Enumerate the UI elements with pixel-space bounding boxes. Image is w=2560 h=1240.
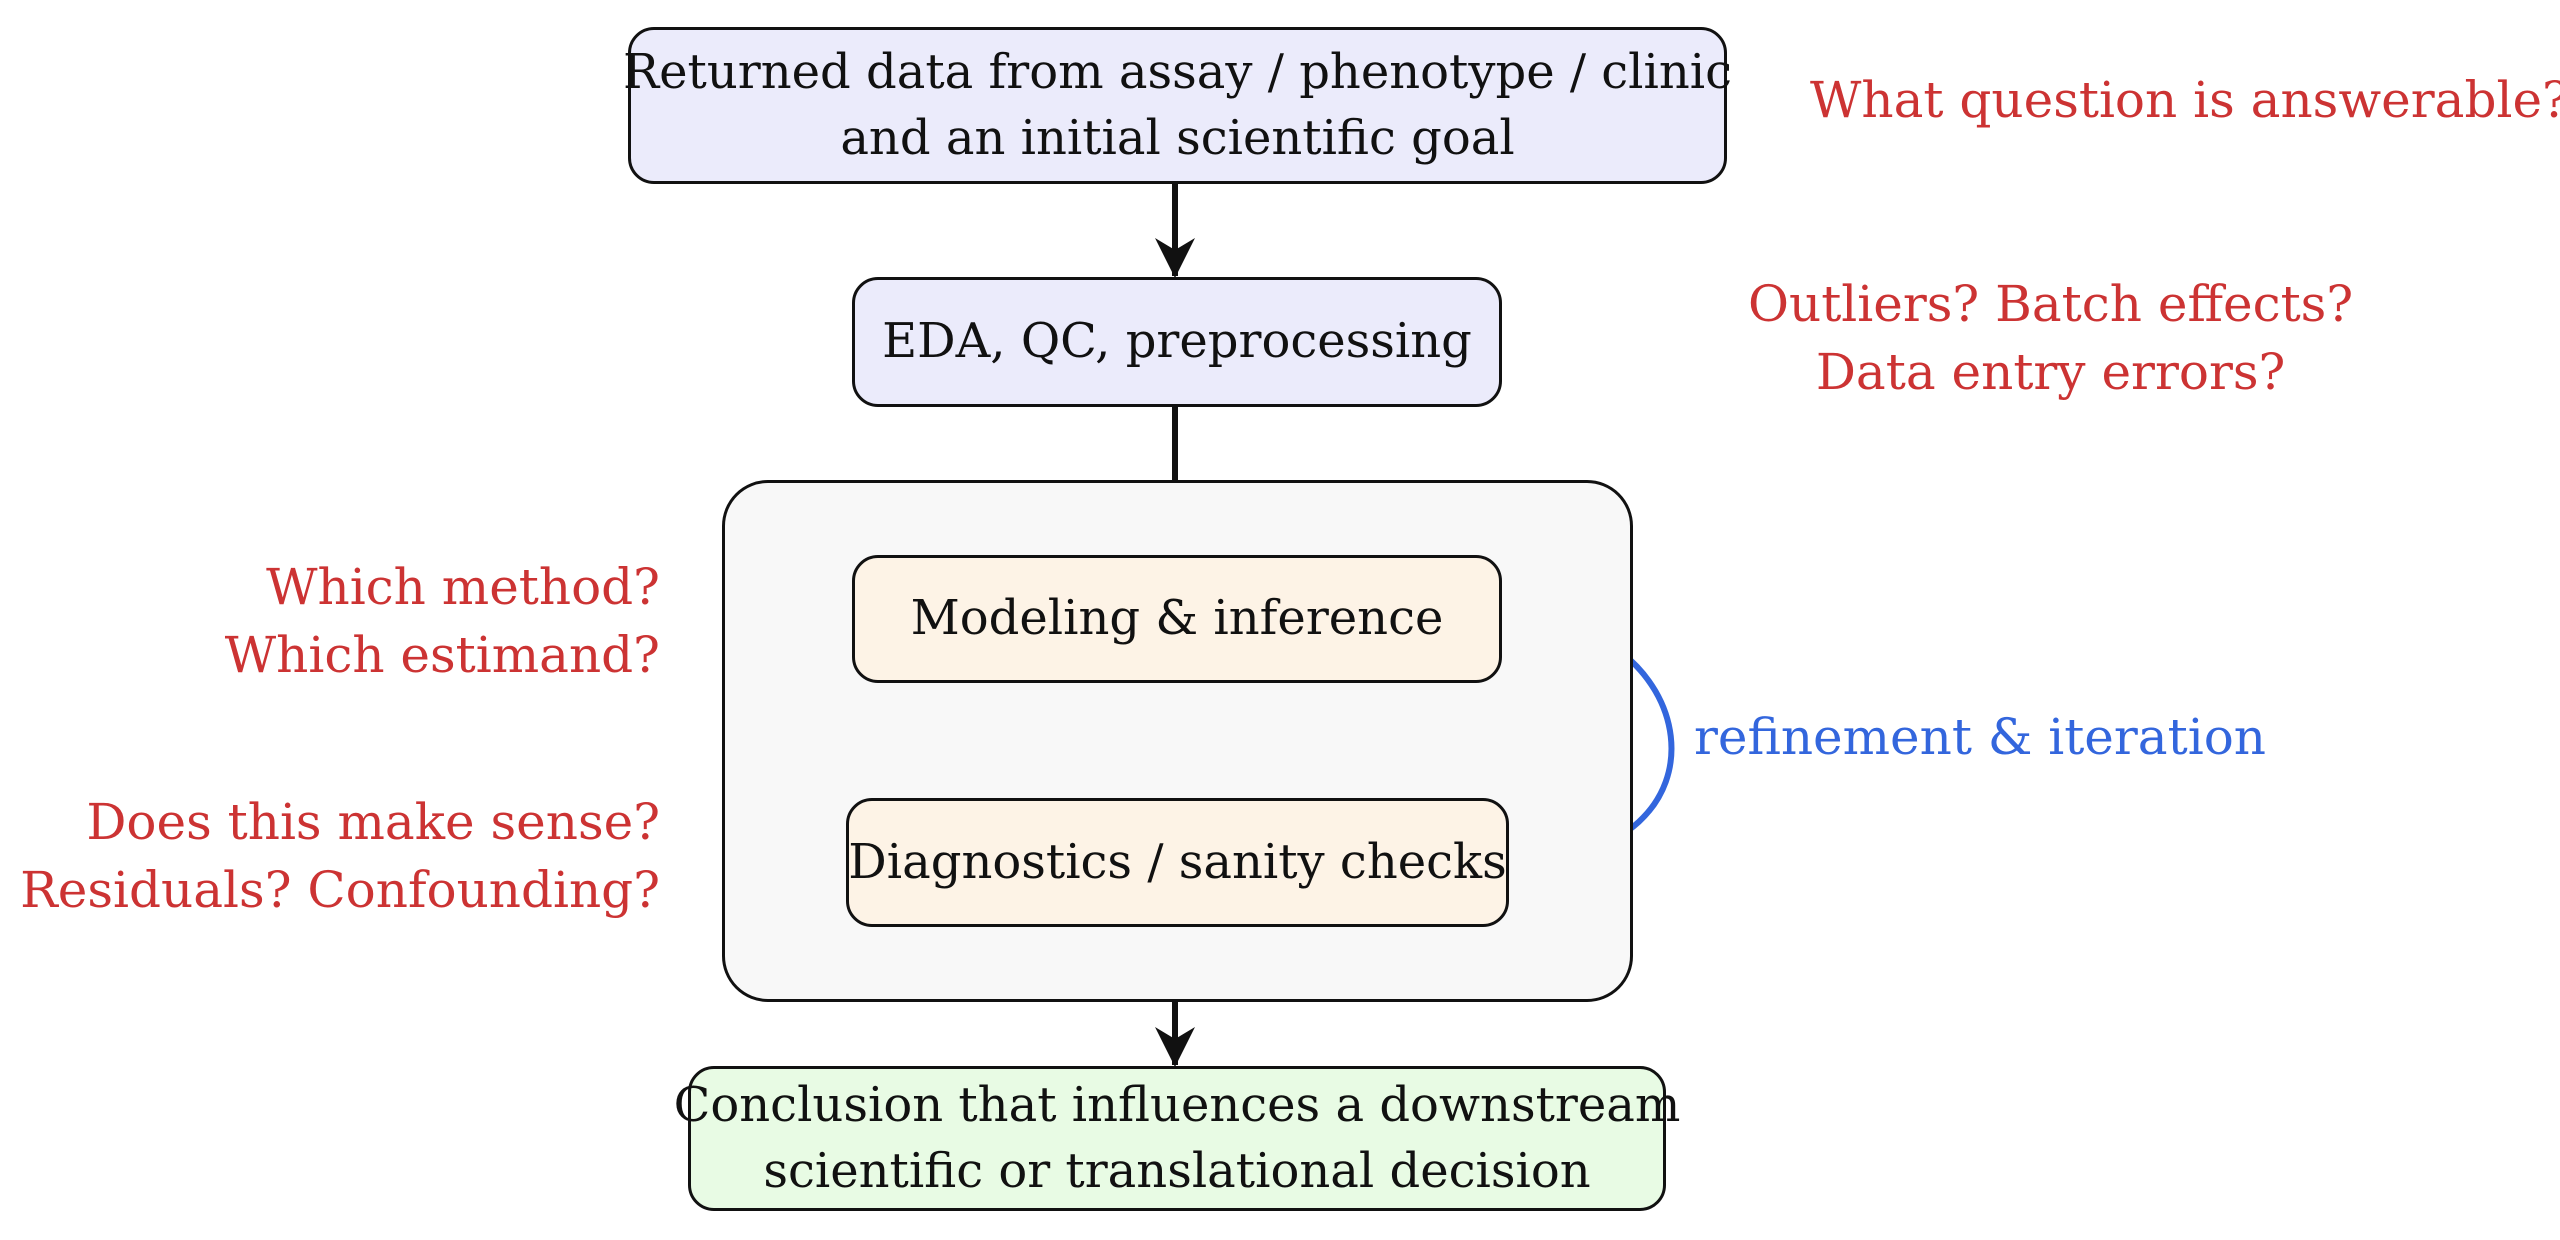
annotation-outliers: Outliers? Batch effects? Data entry erro…	[1748, 270, 2353, 406]
annotation-method-line-2: Which estimand?	[224, 626, 660, 684]
conclusion-line-2: scientific or translational decision	[763, 1142, 1591, 1199]
conclusion-line-1: Conclusion that influences a downstream	[673, 1077, 1681, 1134]
annotation-outliers-line-1: Outliers? Batch effects?	[1748, 275, 2354, 333]
annotation-sense-line-2: Residuals? Confounding?	[20, 861, 660, 919]
annotation-method: Which method? Which estimand?	[225, 553, 660, 689]
conclusion-box: Conclusion that influences a downstream …	[674, 1066, 1680, 1211]
annotation-sense: Does this make sense? Residuals? Confoun…	[20, 788, 660, 924]
diagnostics-box: Diagnostics / sanity checks	[846, 798, 1509, 927]
eda-label: EDA, QC, preprocessing	[882, 313, 1472, 370]
annotation-method-line-1: Which method?	[266, 558, 660, 616]
modeling-box: Modeling & inference	[852, 555, 1502, 683]
annotation-outliers-line-2: Data entry errors?	[1815, 343, 2286, 401]
modeling-label: Modeling & inference	[910, 590, 1444, 647]
input-data-line-2: and an initial scientific goal	[840, 109, 1515, 166]
annotation-answerable: What question is answerable?	[1810, 66, 2560, 134]
diagnostics-label: Diagnostics / sanity checks	[848, 833, 1507, 890]
annotation-answerable-line-1: What question is answerable?	[1810, 71, 2560, 129]
annotation-sense-line-1: Does this make sense?	[86, 793, 660, 851]
refinement-loop-label: refinement & iteration	[1694, 708, 2266, 766]
input-data-line-1: Returned data from assay / phenotype / c…	[623, 44, 1733, 101]
eda-box: EDA, QC, preprocessing	[852, 277, 1502, 407]
input-data-box: Returned data from assay / phenotype / c…	[623, 27, 1732, 184]
